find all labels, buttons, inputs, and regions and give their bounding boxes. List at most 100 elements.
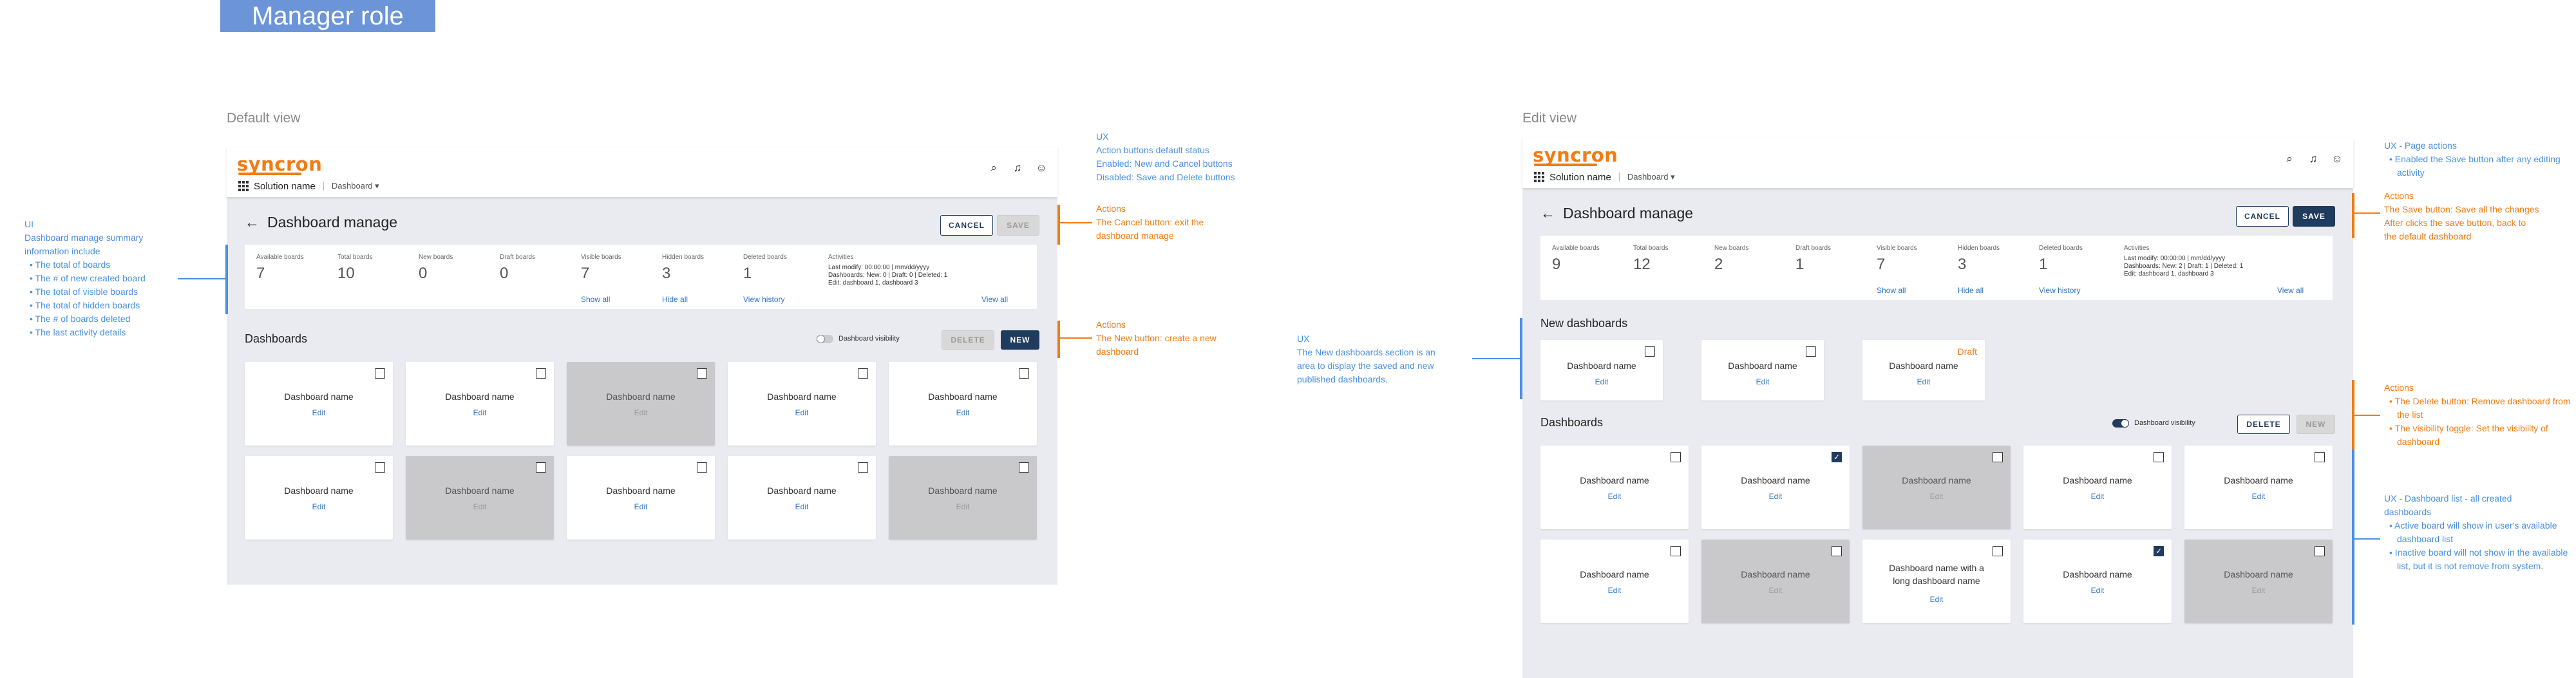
edit-link[interactable]: Edit — [312, 408, 326, 417]
hide-all-link[interactable]: Hide all — [662, 295, 688, 304]
edit-link[interactable]: Edit — [1607, 586, 1622, 595]
save-button[interactable]: SAVE — [2293, 206, 2335, 227]
delete-button[interactable]: DELETE — [2237, 415, 2290, 434]
checkbox[interactable] — [375, 462, 385, 473]
view-all-link[interactable]: View all — [981, 295, 1009, 304]
edit-link[interactable]: Edit — [956, 502, 970, 511]
visibility-toggle[interactable] — [2112, 419, 2129, 428]
edit-link[interactable]: Edit — [1917, 377, 1931, 386]
cancel-button[interactable]: CANCEL — [940, 215, 993, 236]
visibility-toggle[interactable] — [817, 335, 833, 343]
new-button[interactable]: NEW — [1001, 330, 1039, 350]
edit-link[interactable]: Edit — [1929, 595, 1944, 604]
edit-link[interactable]: Edit — [795, 502, 809, 511]
cancel-button[interactable]: CANCEL — [2236, 206, 2289, 227]
checkbox[interactable] — [697, 368, 707, 379]
connector-line — [2354, 538, 2380, 540]
edit-link[interactable]: Edit — [2251, 492, 2266, 501]
checkbox[interactable] — [2154, 452, 2164, 462]
checkbox[interactable] — [1832, 546, 1842, 556]
dashboard-dropdown[interactable]: Dashboard ▾ — [331, 181, 379, 191]
edit-link[interactable]: Edit — [312, 502, 326, 511]
edit-link[interactable]: Edit — [2090, 492, 2105, 501]
checkbox[interactable] — [1019, 368, 1029, 379]
checkbox[interactable] — [1671, 452, 1681, 462]
edit-link[interactable]: Edit — [1607, 492, 1622, 501]
bell-icon[interactable]: ♫ — [2309, 153, 2318, 165]
checkbox[interactable] — [536, 462, 546, 473]
checkbox[interactable] — [1645, 346, 1655, 357]
user-icon[interactable]: ☺ — [2331, 153, 2343, 165]
edit-link[interactable]: Edit — [1595, 377, 1609, 386]
checkbox[interactable] — [2315, 546, 2325, 556]
edit-link[interactable]: Edit — [473, 408, 487, 417]
checkbox[interactable] — [1019, 462, 1029, 473]
show-all-link[interactable]: Show all — [581, 295, 611, 304]
edit-link[interactable]: Edit — [634, 408, 648, 417]
view-history-link[interactable]: View history — [743, 295, 785, 304]
edit-link[interactable]: Edit — [1756, 377, 1770, 386]
app-grid-icon[interactable] — [1534, 172, 1544, 182]
edit-link[interactable]: Edit — [795, 408, 809, 417]
checkbox-checked[interactable]: ✓ — [1832, 452, 1842, 462]
search-icon[interactable]: ⌕ — [2286, 153, 2293, 165]
checkbox[interactable] — [536, 368, 546, 379]
checkbox[interactable] — [858, 368, 868, 379]
checkbox[interactable] — [2315, 452, 2325, 462]
checkbox-checked[interactable]: ✓ — [2154, 546, 2164, 556]
checkbox[interactable] — [1806, 346, 1816, 357]
edit-link[interactable]: Edit — [634, 502, 648, 511]
dashboard-card[interactable]: Dashboard name with a long dashboard nam… — [1862, 540, 2011, 623]
edit-link[interactable]: Edit — [1929, 492, 1944, 501]
arrow-left-icon[interactable]: ← — [1540, 205, 1555, 221]
show-all-link[interactable]: Show all — [1877, 286, 1906, 295]
checkbox[interactable] — [697, 462, 707, 473]
view-history-link[interactable]: View history — [2039, 286, 2081, 295]
arrow-left-icon[interactable]: ← — [245, 214, 260, 231]
delete-button-disabled[interactable]: DELETE — [942, 330, 994, 350]
app-grid-icon[interactable] — [238, 181, 249, 191]
save-button-disabled[interactable]: SAVE — [997, 215, 1039, 236]
new-button-disabled[interactable]: NEW — [2297, 415, 2335, 434]
checkbox[interactable] — [858, 462, 868, 473]
view-all-link[interactable]: View all — [2277, 286, 2304, 295]
dashboard-dropdown[interactable]: Dashboard ▾ — [1627, 172, 1675, 182]
edit-link[interactable]: Edit — [2251, 586, 2266, 595]
checkbox[interactable] — [1993, 546, 2003, 556]
checkbox[interactable] — [1993, 452, 2003, 462]
checkbox[interactable] — [375, 368, 385, 379]
edit-link[interactable]: Edit — [1768, 492, 1783, 501]
edit-link[interactable]: Edit — [2090, 586, 2105, 595]
user-icon[interactable]: ☺ — [1036, 162, 1047, 174]
hide-all-link[interactable]: Hide all — [1958, 286, 1984, 295]
search-icon[interactable]: ⌕ — [990, 162, 997, 174]
bell-icon[interactable]: ♫ — [1013, 162, 1022, 174]
edit-link[interactable]: Edit — [1768, 586, 1783, 595]
edit-link[interactable]: Edit — [956, 408, 970, 417]
edit-link[interactable]: Edit — [473, 502, 487, 511]
connector-line — [2354, 415, 2380, 416]
checkbox[interactable] — [1671, 546, 1681, 556]
